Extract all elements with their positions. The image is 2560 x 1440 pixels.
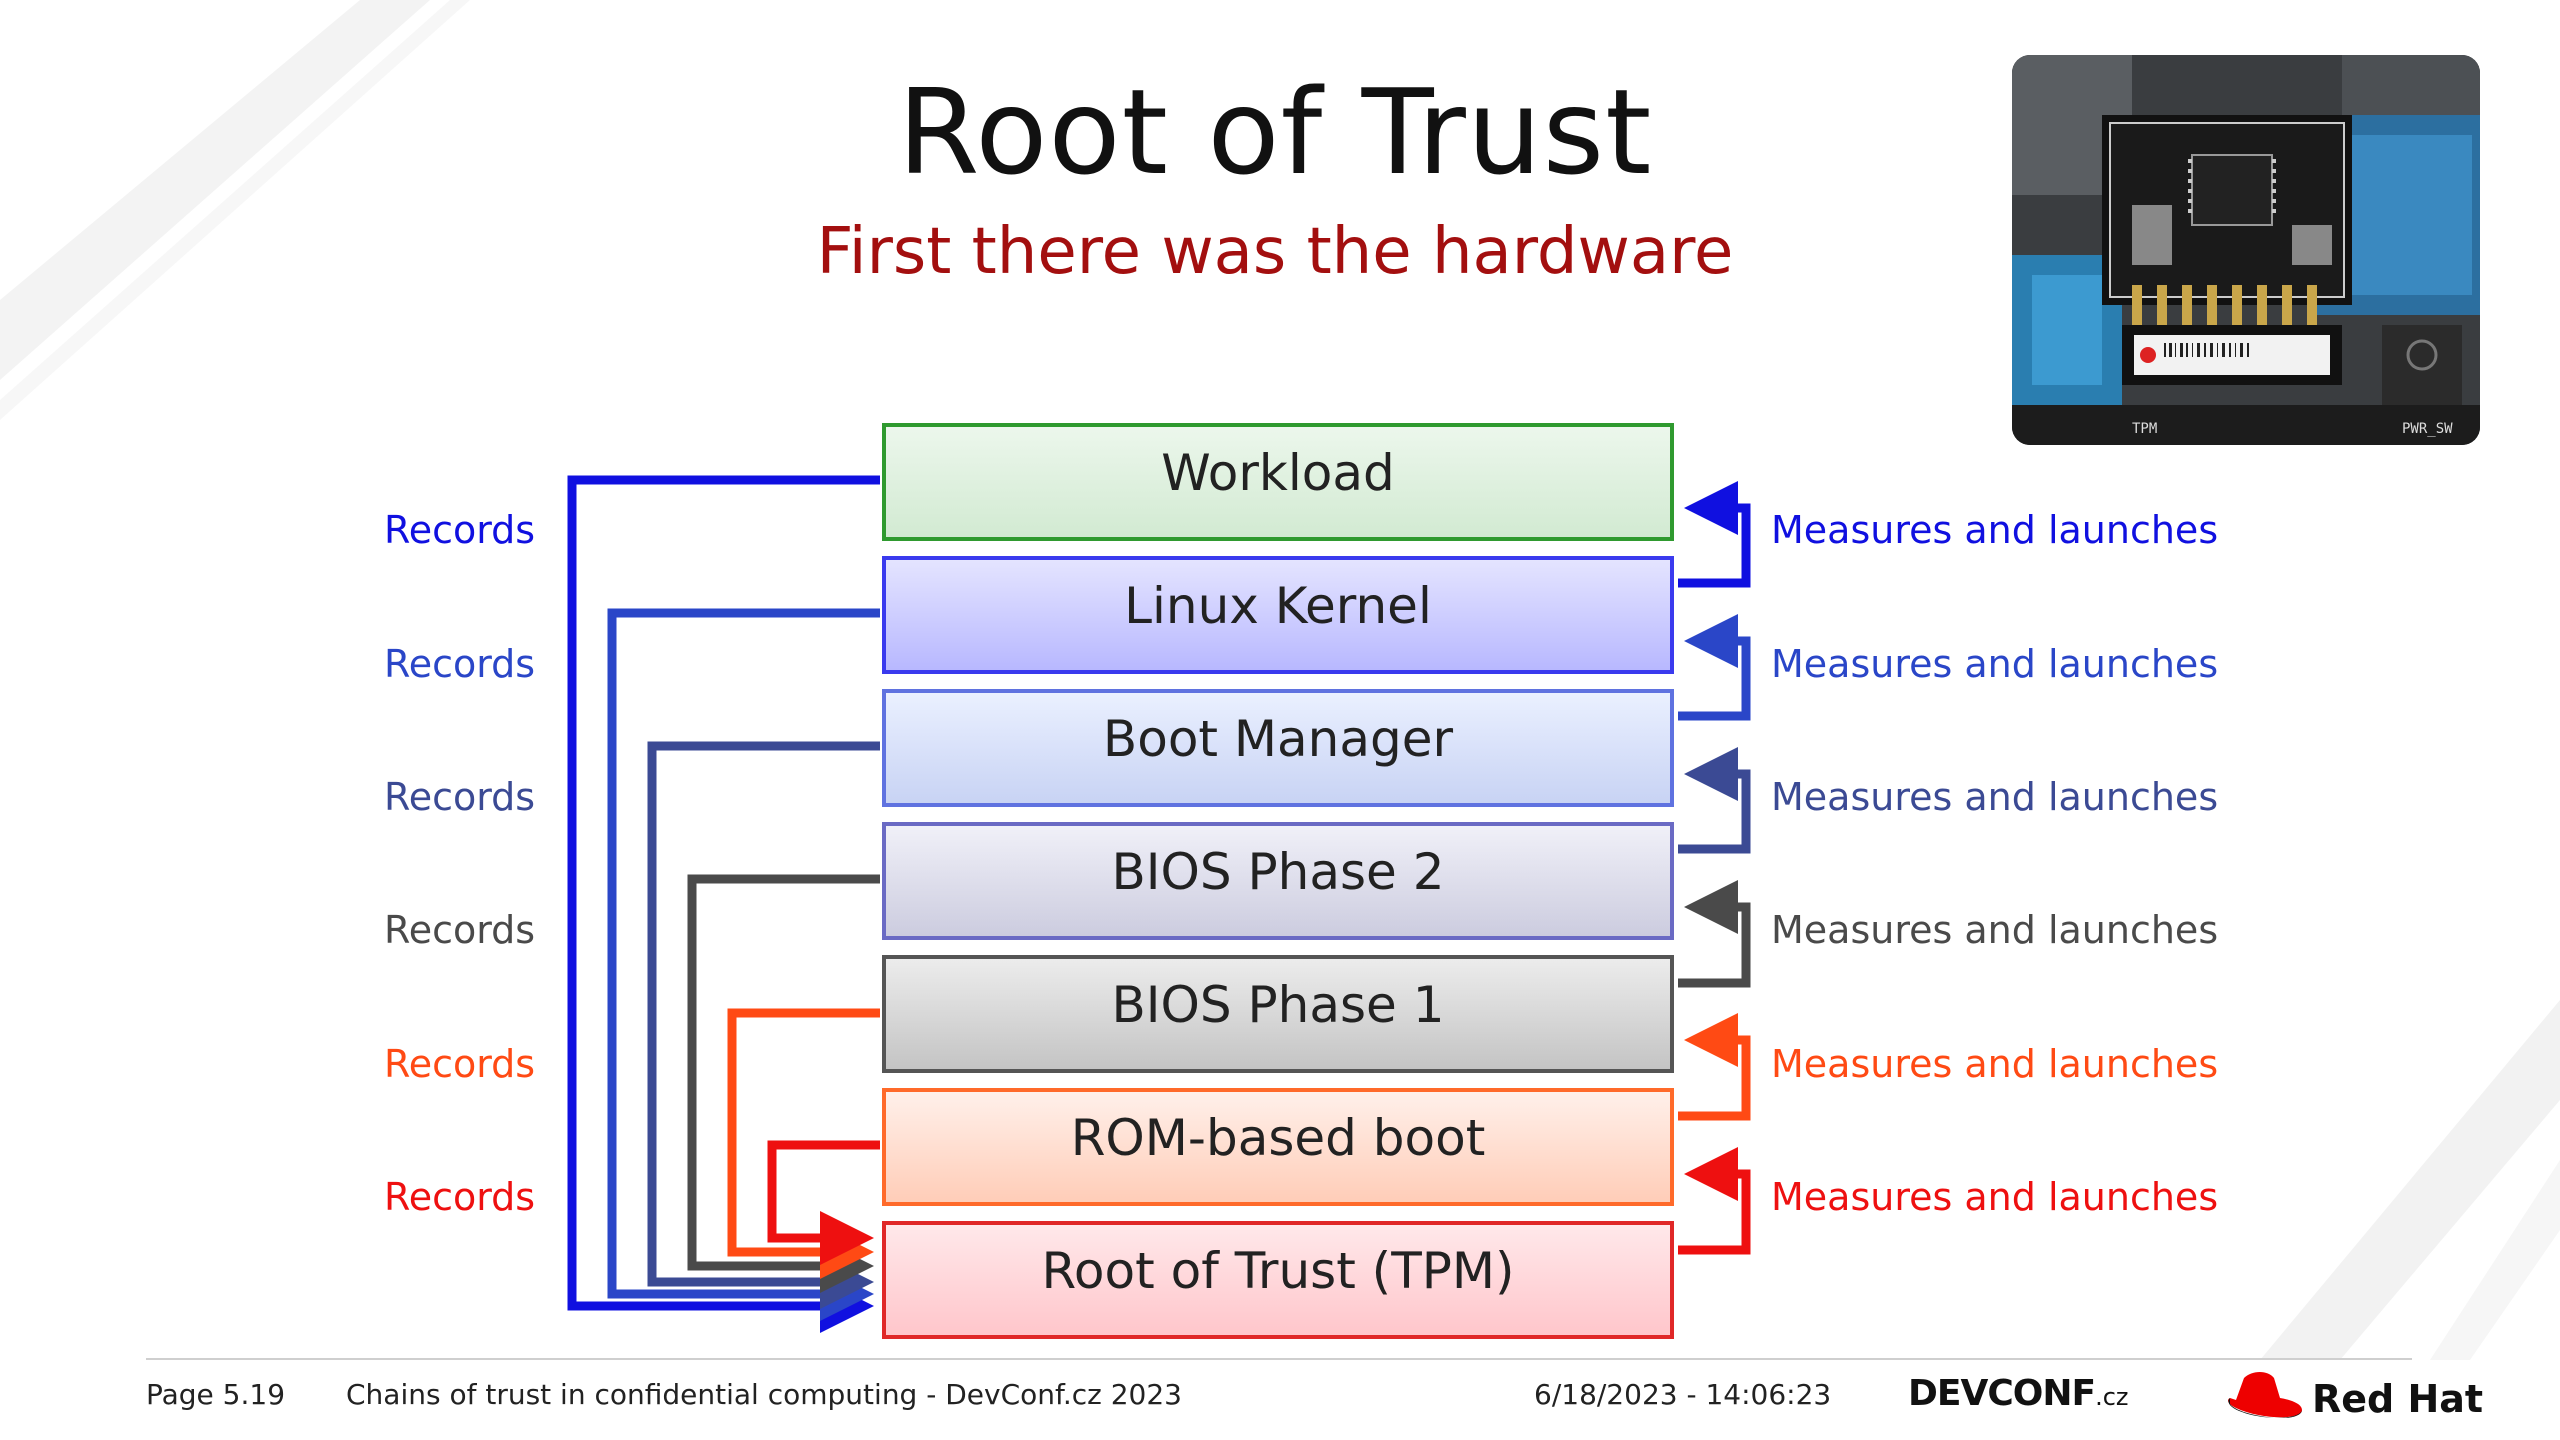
- layer-rom-based-boot: ROM-based boot: [882, 1088, 1674, 1206]
- measures-arrow-bootmgr-to-kernel: [1678, 614, 1751, 721]
- footer-presentation-title: Chains of trust in confidential computin…: [346, 1378, 1182, 1411]
- records-label: Records: [384, 1175, 536, 1219]
- measures-arrow-bios2-to-bootmgr: [1678, 747, 1751, 854]
- records-arrow-rom: [767, 1140, 880, 1265]
- tpm-module-photo: TPM PWR_SW: [2012, 55, 2480, 445]
- layer-bios-phase-2: BIOS Phase 2: [882, 822, 1674, 940]
- records-arrow-bios1: [727, 1008, 880, 1279]
- layer-boot-manager: Boot Manager: [882, 689, 1674, 807]
- devconf-logo-suffix: .cz: [2095, 1383, 2129, 1411]
- records-arrow-bootmgr: [647, 741, 880, 1309]
- records-arrow-bios2: [687, 874, 880, 1293]
- measures-arrow-bios1-to-bios2: [1678, 880, 1751, 988]
- records-arrow-workload: [567, 475, 880, 1333]
- records-arrow-kernel: [607, 608, 880, 1321]
- records-label: Records: [384, 1042, 536, 1086]
- photo-label-tpm: TPM: [2132, 421, 2157, 437]
- measures-arrow-rom-to-bios1: [1678, 1013, 1751, 1121]
- records-label: Records: [384, 908, 536, 952]
- slide-title: Root of Trust: [897, 63, 1653, 201]
- devconf-logo: DEVCONF.cz: [1908, 1372, 2129, 1419]
- layer-root-of-trust-tpm: Root of Trust (TPM): [882, 1221, 1674, 1339]
- records-label: Records: [384, 775, 536, 819]
- footer-divider: [146, 1358, 2412, 1360]
- measures-label: Measures and launches: [1771, 908, 2219, 952]
- devconf-logo-text: DEVCONF: [1908, 1373, 2096, 1414]
- footer-timestamp: 6/18/2023 - 14:06:23: [1534, 1378, 1832, 1411]
- measures-arrow-tpm-to-rom: [1678, 1147, 1751, 1255]
- measures-label: Measures and launches: [1771, 1175, 2219, 1219]
- layer-bios-phase-1: BIOS Phase 1: [882, 955, 1674, 1073]
- slide-subtitle: First there was the hardware: [816, 215, 1734, 289]
- records-label: Records: [384, 508, 536, 552]
- measures-label: Measures and launches: [1771, 508, 2219, 552]
- records-label: Records: [384, 642, 536, 686]
- redhat-wordmark: Red Hat: [2312, 1377, 2484, 1421]
- measures-label: Measures and launches: [1771, 775, 2219, 819]
- decorative-pattern-bottomright: [2260, 1000, 2560, 1360]
- layer-workload: Workload: [882, 423, 1674, 541]
- photo-label-pwr: PWR_SW: [2402, 421, 2453, 437]
- redhat-hat-icon: [2228, 1372, 2302, 1418]
- measures-label: Measures and launches: [1771, 1042, 2219, 1086]
- decorative-pattern-topleft: [0, 0, 470, 420]
- layer-linux-kernel: Linux Kernel: [882, 556, 1674, 674]
- measures-arrow-kernel-to-workload: [1678, 481, 1751, 588]
- tpm-board-illustration: TPM PWR_SW: [2012, 55, 2480, 445]
- measures-label: Measures and launches: [1771, 642, 2219, 686]
- footer-page-number: Page 5.19: [146, 1378, 286, 1411]
